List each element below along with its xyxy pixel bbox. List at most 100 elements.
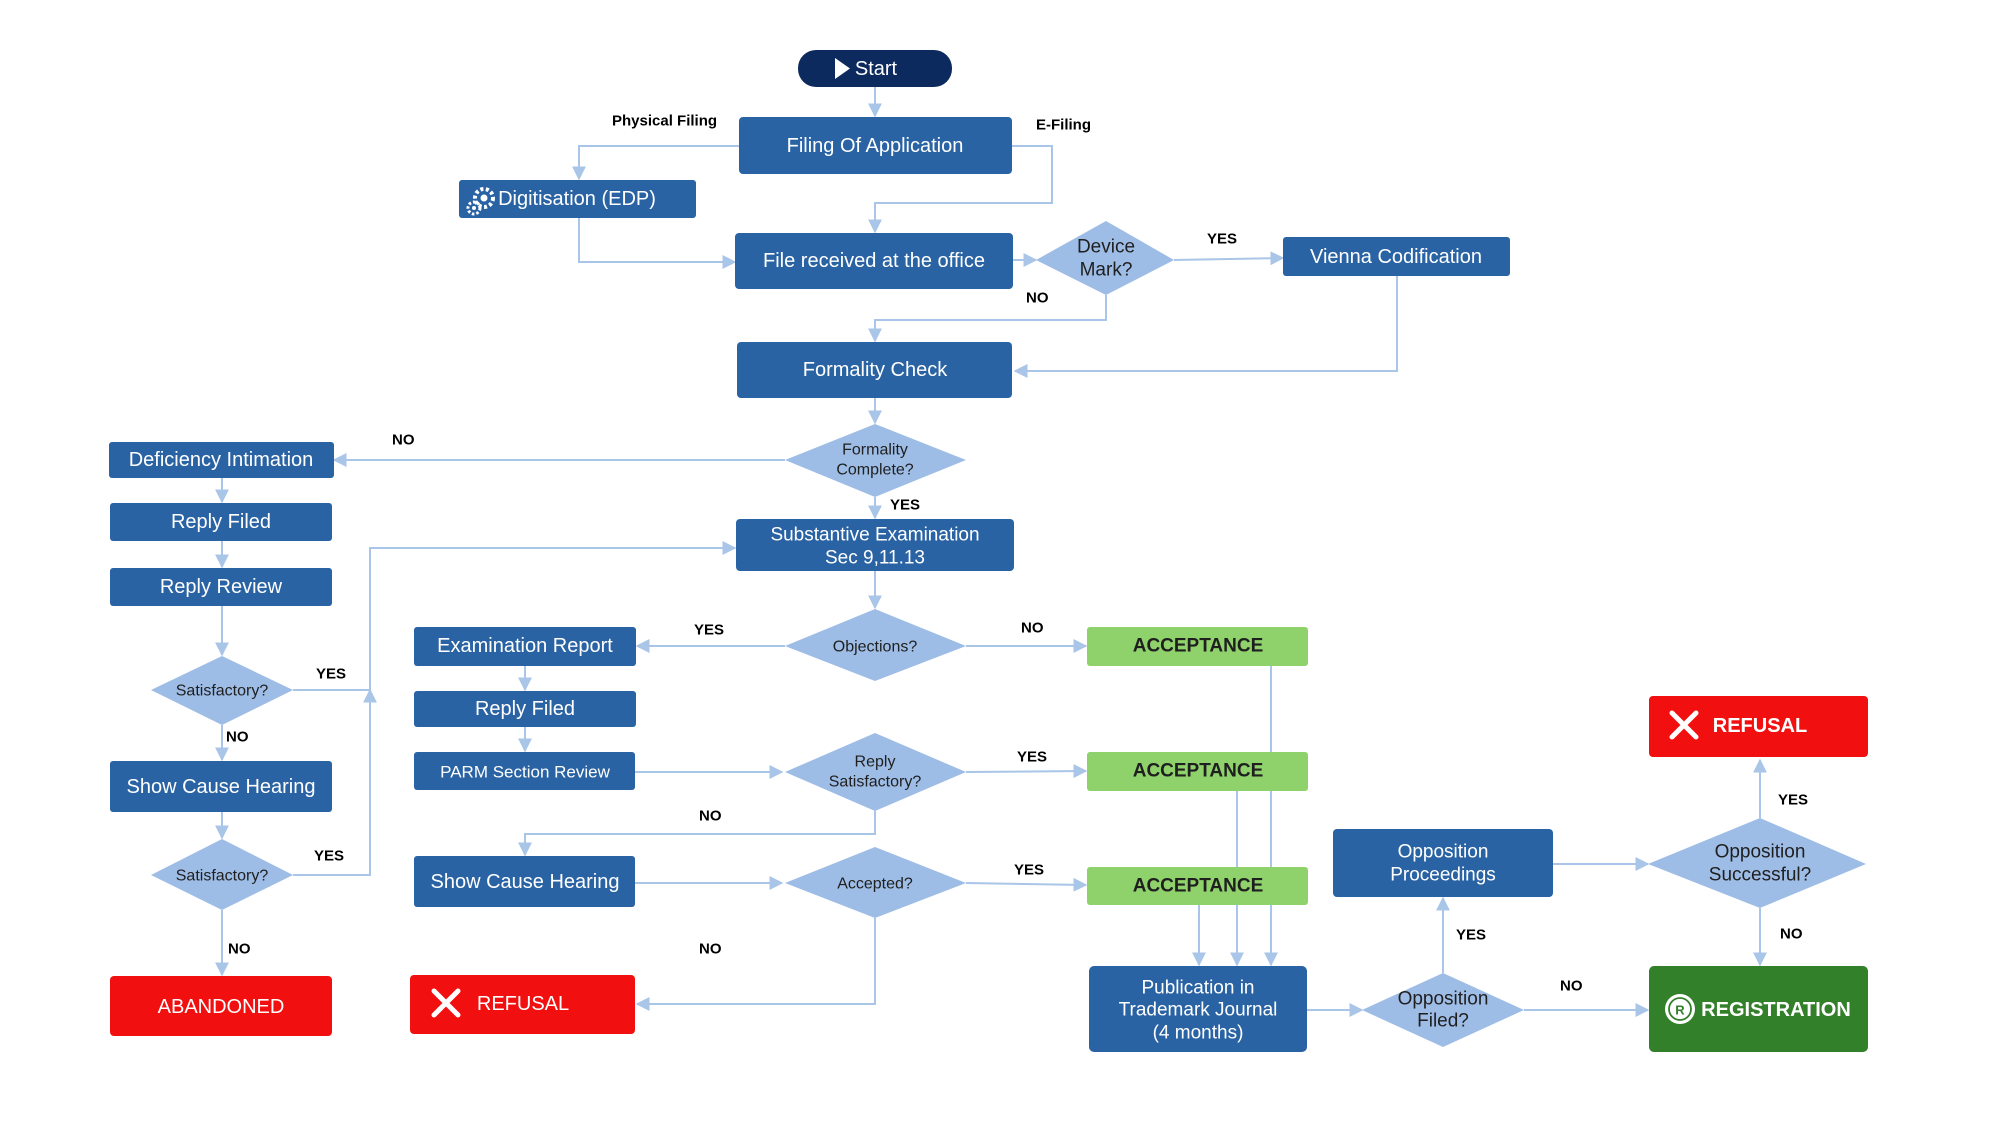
device-mark-line1: Device bbox=[1077, 237, 1135, 258]
opposition-proceedings-line1: Opposition bbox=[1398, 842, 1489, 863]
start-label: Start bbox=[855, 58, 898, 80]
publication-node: Publication in Trademark Journal (4 mont… bbox=[1089, 966, 1307, 1052]
file-received-label: File received at the office bbox=[763, 250, 985, 272]
examination-report-label: Examination Report bbox=[437, 635, 613, 657]
formality-complete-line1: Formality bbox=[842, 442, 908, 459]
abandoned-node: ABANDONED bbox=[110, 976, 332, 1036]
registration-label: REGISTRATION bbox=[1701, 999, 1851, 1021]
file-received-node: File received at the office bbox=[735, 233, 1013, 289]
satisfactory-1-label: Satisfactory? bbox=[176, 683, 269, 700]
acceptance-1-node: ACCEPTANCE bbox=[1087, 627, 1308, 666]
opposition-filed-line2: Filed? bbox=[1417, 1011, 1469, 1032]
label-opp-success-no: NO bbox=[1780, 926, 1803, 943]
label-opp-filed-yes: YES bbox=[1456, 927, 1486, 944]
filing-application-node: Filing Of Application bbox=[739, 117, 1012, 174]
formality-complete-line2: Complete? bbox=[836, 462, 913, 479]
edge-replysat-acceptance bbox=[966, 771, 1086, 772]
label-sat2-no: NO bbox=[228, 941, 251, 958]
opposition-successful-line2: Successful? bbox=[1709, 865, 1811, 886]
acceptance-1-label: ACCEPTANCE bbox=[1133, 636, 1264, 657]
edge-digitisation-received bbox=[579, 218, 735, 262]
label-physical-filing: Physical Filing bbox=[612, 113, 717, 130]
parm-review-node: PARM Section Review bbox=[414, 752, 635, 790]
start-node: Start bbox=[798, 50, 952, 87]
show-cause-hearing-mid-label: Show Cause Hearing bbox=[431, 871, 620, 893]
show-cause-hearing-left-node: Show Cause Hearing bbox=[110, 761, 332, 812]
opposition-successful-decision: Opposition Successful? bbox=[1648, 818, 1866, 908]
publication-line3: (4 months) bbox=[1153, 1023, 1244, 1044]
refusal-right-node: REFUSAL bbox=[1649, 696, 1868, 757]
edge-sat1-substantive bbox=[293, 548, 735, 690]
label-opp-filed-no: NO bbox=[1560, 978, 1583, 995]
substantive-examination-line1: Substantive Examination bbox=[770, 525, 979, 546]
formality-check-node: Formality Check bbox=[737, 342, 1012, 398]
digitisation-node: Digitisation (EDP) bbox=[459, 180, 696, 218]
reply-filed-mid-node: Reply Filed bbox=[414, 691, 636, 727]
satisfactory-2-label: Satisfactory? bbox=[176, 868, 269, 885]
reply-satisfactory-decision: Reply Satisfactory? bbox=[785, 733, 966, 811]
reply-review-node: Reply Review bbox=[110, 568, 332, 606]
refusal-right-label: REFUSAL bbox=[1713, 715, 1807, 737]
accepted-decision: Accepted? bbox=[785, 847, 966, 918]
label-objections-no: NO bbox=[1021, 620, 1044, 637]
label-opp-success-yes: YES bbox=[1778, 792, 1808, 809]
label-reply-sat-no: NO bbox=[699, 808, 722, 825]
substantive-examination-node: Substantive Examination Sec 9,11.13 bbox=[736, 519, 1014, 571]
acceptance-2-node: ACCEPTANCE bbox=[1087, 752, 1308, 791]
abandoned-label: ABANDONED bbox=[158, 996, 285, 1018]
registration-node: R REGISTRATION bbox=[1649, 966, 1868, 1052]
label-device-no: NO bbox=[1026, 290, 1049, 307]
vienna-codification-node: Vienna Codification bbox=[1283, 237, 1510, 276]
label-objections-yes: YES bbox=[694, 622, 724, 639]
reply-review-label: Reply Review bbox=[160, 576, 283, 598]
refusal-mid-label: REFUSAL bbox=[477, 993, 569, 1015]
label-accepted-no: NO bbox=[699, 941, 722, 958]
device-mark-decision: Device Mark? bbox=[1036, 221, 1174, 295]
label-sat1-no: NO bbox=[226, 729, 249, 746]
objections-label: Objections? bbox=[833, 639, 918, 656]
deficiency-intimation-node: Deficiency Intimation bbox=[109, 442, 334, 478]
opposition-filed-line1: Opposition bbox=[1398, 989, 1489, 1010]
label-e-filing: E-Filing bbox=[1036, 117, 1091, 134]
opposition-proceedings-node: Opposition Proceedings bbox=[1333, 829, 1553, 897]
accepted-label: Accepted? bbox=[837, 876, 913, 893]
objections-decision: Objections? bbox=[785, 609, 966, 681]
reply-satisfactory-line2: Satisfactory? bbox=[829, 774, 922, 791]
satisfactory-2-decision: Satisfactory? bbox=[151, 839, 293, 910]
opposition-successful-line1: Opposition bbox=[1715, 842, 1806, 863]
publication-line1: Publication in bbox=[1141, 978, 1254, 999]
acceptance-2-label: ACCEPTANCE bbox=[1133, 761, 1264, 782]
formality-check-label: Formality Check bbox=[803, 359, 948, 381]
svg-text:R: R bbox=[1675, 1003, 1685, 1018]
satisfactory-1-decision: Satisfactory? bbox=[151, 656, 293, 725]
formality-complete-decision: Formality Complete? bbox=[785, 424, 966, 497]
publication-line2: Trademark Journal bbox=[1119, 1000, 1278, 1021]
reply-filed-left-label: Reply Filed bbox=[171, 511, 271, 533]
substantive-examination-line2: Sec 9,11.13 bbox=[825, 548, 925, 569]
acceptance-3-node: ACCEPTANCE bbox=[1087, 867, 1308, 905]
show-cause-hearing-mid-node: Show Cause Hearing bbox=[414, 856, 635, 907]
label-sat2-yes: YES bbox=[314, 848, 344, 865]
label-formality-no: NO bbox=[392, 432, 415, 449]
show-cause-hearing-left-label: Show Cause Hearing bbox=[127, 776, 316, 798]
reply-filed-left-node: Reply Filed bbox=[110, 503, 332, 541]
opposition-proceedings-line2: Proceedings bbox=[1390, 865, 1496, 886]
filing-application-label: Filing Of Application bbox=[787, 135, 964, 157]
label-device-yes: YES bbox=[1207, 231, 1237, 248]
edge-accepted-acceptance bbox=[966, 883, 1086, 885]
registered-mark-icon: R bbox=[1665, 994, 1695, 1024]
label-sat1-yes: YES bbox=[316, 666, 346, 683]
edge-filing-digitisation bbox=[579, 146, 739, 179]
label-reply-sat-yes: YES bbox=[1017, 749, 1047, 766]
vienna-codification-label: Vienna Codification bbox=[1310, 246, 1482, 268]
refusal-mid-node: REFUSAL bbox=[410, 975, 635, 1034]
device-mark-line2: Mark? bbox=[1080, 260, 1133, 281]
edge-device-vienna bbox=[1174, 258, 1283, 260]
reply-satisfactory-line1: Reply bbox=[855, 754, 896, 771]
acceptance-3-label: ACCEPTANCE bbox=[1133, 876, 1264, 897]
opposition-filed-decision: Opposition Filed? bbox=[1362, 973, 1524, 1047]
reply-filed-mid-label: Reply Filed bbox=[475, 698, 575, 720]
examination-report-node: Examination Report bbox=[414, 627, 636, 666]
label-formality-yes: YES bbox=[890, 497, 920, 514]
